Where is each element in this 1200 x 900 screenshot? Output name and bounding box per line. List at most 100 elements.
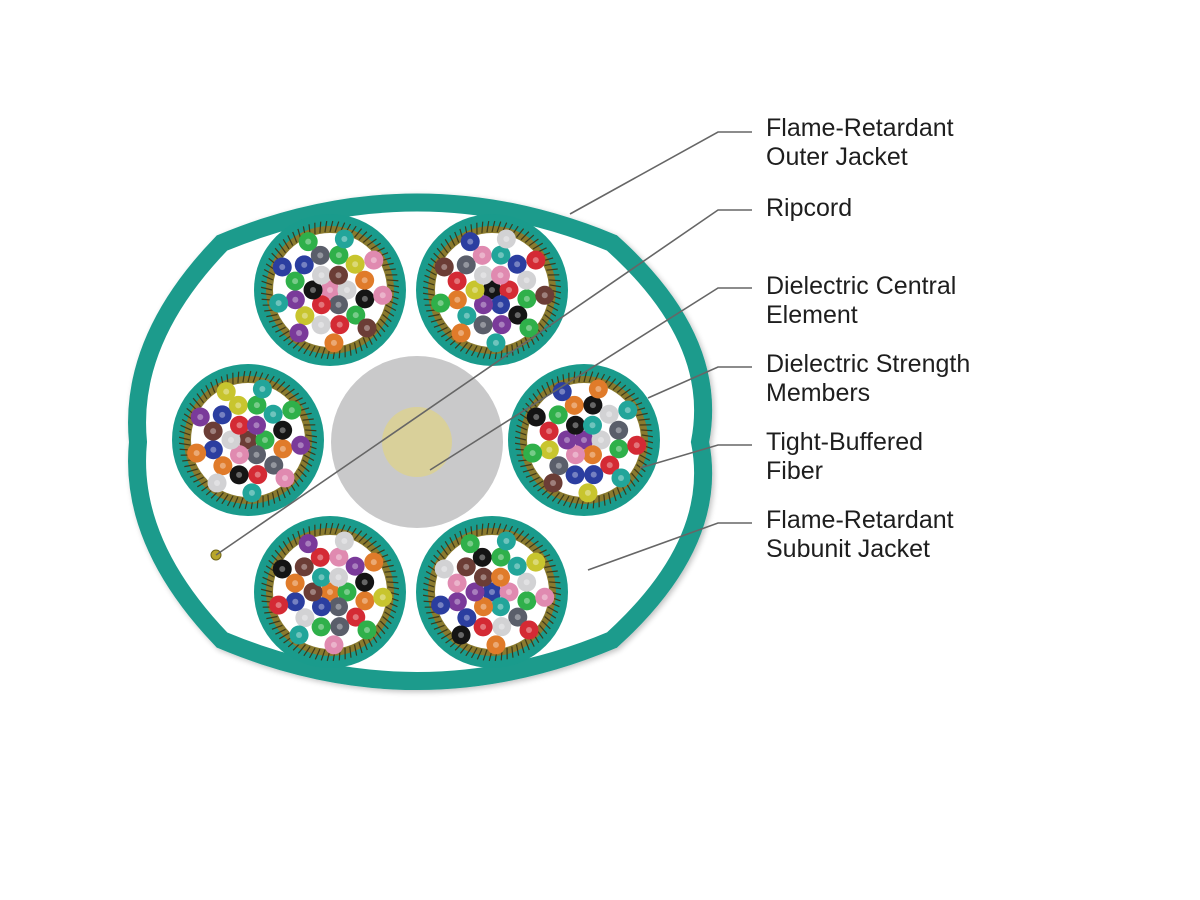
label-ripcord: Ripcord: [766, 194, 852, 222]
fiber-core: [437, 602, 444, 609]
leader-lines: [215, 131, 752, 571]
tight-buffered-fiber: [472, 245, 492, 265]
fiber-core: [589, 422, 596, 429]
tight-buffered-fiber: [496, 531, 516, 551]
leader-strength-members: [647, 366, 752, 399]
tight-buffered-fiber: [203, 440, 223, 460]
tight-buffered-fiber: [609, 439, 629, 459]
tight-buffered-fiber: [492, 617, 512, 637]
fiber-core: [336, 623, 343, 630]
fiber-core: [379, 292, 386, 299]
fiber-core: [463, 261, 470, 268]
fiber-core: [529, 450, 536, 457]
fiber-core: [279, 263, 286, 270]
fiber-core: [606, 411, 613, 418]
fiber-core: [296, 632, 303, 639]
fiber-core: [305, 238, 312, 245]
fiber-core: [441, 263, 448, 270]
tight-buffered-fiber: [285, 573, 305, 593]
fiber-core: [441, 565, 448, 572]
tight-buffered-fiber: [312, 567, 331, 587]
tight-buffered-fiber: [465, 582, 485, 602]
fiber-core: [497, 574, 504, 581]
tight-buffered-fiber: [499, 582, 519, 602]
fiber-core: [525, 324, 532, 331]
tight-buffered-fiber: [496, 229, 516, 249]
tight-buffered-fiber: [285, 592, 305, 612]
leader-subunit-jacket: [587, 522, 752, 571]
fiber-core: [262, 437, 268, 443]
fiber-core: [598, 437, 604, 443]
tight-buffered-fiber: [291, 435, 311, 455]
tight-buffered-fiber: [588, 379, 608, 399]
tight-buffered-fiber: [364, 552, 384, 572]
fiber-core: [197, 413, 204, 420]
tight-buffered-fiber: [238, 430, 258, 450]
fiber-core: [523, 597, 530, 604]
tight-buffered-fiber: [203, 421, 223, 441]
tight-buffered-fiber: [539, 421, 559, 441]
tight-buffered-fiber: [474, 265, 493, 285]
fiber-core: [292, 598, 299, 605]
fiber-core: [318, 574, 325, 581]
fiber-core: [572, 471, 579, 478]
tight-buffered-fiber: [312, 295, 331, 315]
tight-buffered-fiber: [523, 443, 543, 463]
tight-buffered-fiber: [320, 582, 340, 602]
fiber-core: [288, 407, 295, 414]
tight-buffered-fiber: [526, 407, 546, 427]
tight-buffered-fiber: [611, 468, 631, 488]
strength-member-yarn: [514, 370, 654, 510]
fiber-core: [572, 451, 579, 458]
fiber-core: [330, 339, 337, 346]
subunit: [254, 214, 406, 366]
tight-buffered-fiber: [212, 405, 232, 425]
tight-buffered-fiber: [190, 407, 210, 427]
tight-buffered-fiber: [282, 400, 302, 420]
tight-buffered-fiber: [213, 456, 233, 476]
fiber-core: [523, 579, 530, 586]
fiber-core: [335, 301, 342, 308]
tight-buffered-fiber: [535, 285, 555, 305]
tight-buffered-fiber: [574, 430, 594, 450]
tight-buffered-fiber: [311, 315, 331, 335]
leader-outer-jacket: [569, 131, 752, 215]
fiber-core: [275, 602, 282, 609]
tight-buffered-fiber: [242, 483, 262, 503]
subunit: [172, 364, 324, 516]
tight-buffered-fiber: [357, 318, 377, 338]
tight-buffered-fiber: [216, 382, 236, 402]
tight-buffered-fiber: [346, 607, 366, 627]
fiber-core: [624, 407, 631, 414]
fiber-core: [318, 272, 325, 279]
tight-buffered-fiber: [373, 587, 393, 607]
fiber-core: [606, 462, 613, 469]
tight-buffered-fiber: [565, 465, 585, 485]
fiber-core: [310, 589, 316, 595]
fiber-core: [514, 261, 521, 268]
fiber-core: [335, 272, 342, 279]
tight-buffered-fiber: [447, 271, 467, 291]
tight-buffered-fiber: [507, 556, 527, 576]
fiber-core: [341, 537, 348, 544]
fiber-core: [301, 261, 308, 268]
tight-buffered-fiber: [578, 483, 598, 503]
fiber-core: [318, 321, 325, 328]
fiber-core: [480, 603, 487, 610]
fiber-core: [467, 238, 474, 245]
fiber-core: [219, 462, 226, 469]
tight-buffered-fiber: [491, 597, 510, 617]
tight-buffered-fiber: [474, 597, 493, 617]
fiber-core: [498, 623, 505, 630]
fiber-core: [292, 278, 299, 285]
tight-buffered-fiber: [460, 534, 480, 554]
fiber-core: [361, 295, 368, 302]
fiber-core: [572, 422, 579, 429]
fiber-core: [454, 598, 461, 605]
label-central-element: Dielectric Central Element: [766, 272, 963, 329]
fiber-core: [335, 554, 342, 561]
tight-buffered-fiber: [355, 591, 375, 611]
fiber-core: [379, 594, 386, 601]
fiber-core: [344, 287, 350, 293]
fiber-core: [525, 626, 532, 633]
